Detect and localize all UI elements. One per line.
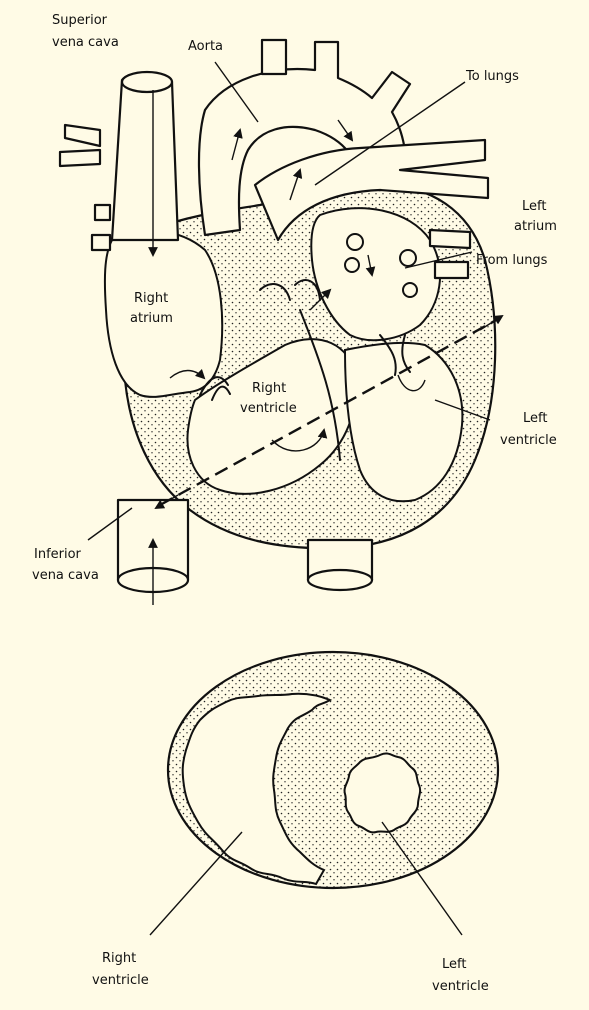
svc-opening [122,72,172,92]
label-right-atrium-1: Right [134,291,168,306]
label-superior-vena-cava-2: vena cava [52,35,119,50]
label-right-ventricle-2: ventricle [240,401,297,416]
label-cross-right-ventricle-2: ventricle [92,973,149,988]
svc-branch-1 [65,125,100,146]
label-right-atrium-2: atrium [130,311,173,326]
pulmonary-vein-1 [430,230,470,248]
label-superior-vena-cava-1: Superior [52,13,108,28]
label-to-lungs: To lungs [465,69,519,84]
pv-opening-2 [345,258,359,272]
label-left-atrium-2: atrium [514,219,557,234]
pv-opening-3 [400,250,416,266]
heart-cross-section: Right ventricle Left ventricle [92,652,498,994]
label-cross-left-ventricle-1: Left [442,957,466,972]
pv-opening-1 [347,234,363,250]
aorta-branch-1 [262,40,286,74]
label-cross-left-ventricle-2: ventricle [432,979,489,994]
label-inferior-vena-cava-1: Inferior [34,547,82,562]
pv-opening-4 [403,283,417,297]
leader-cross-right-ventricle [150,832,242,935]
svc-branch-3 [95,205,110,220]
label-left-ventricle-1: Left [523,411,547,426]
left-ventricle-chamber [345,343,462,501]
pulmonary-vein-2 [435,262,468,278]
label-from-lungs: From lungs [476,253,548,268]
label-aorta: Aorta [188,39,223,54]
cross-left-ventricle-cavity [345,753,421,832]
descending-aorta-opening [308,570,372,590]
label-right-ventricle-1: Right [252,381,286,396]
superior-vena-cava [112,73,178,240]
svc-branch-2 [60,150,100,166]
label-left-ventricle-2: ventricle [500,433,557,448]
label-cross-right-ventricle-1: Right [102,951,136,966]
heart-longitudinal-section: Superior vena cava Aorta To lungs Left a… [32,13,557,605]
label-left-atrium-1: Left [522,199,546,214]
label-inferior-vena-cava-2: vena cava [32,568,99,583]
svc-branch-4 [92,235,110,250]
